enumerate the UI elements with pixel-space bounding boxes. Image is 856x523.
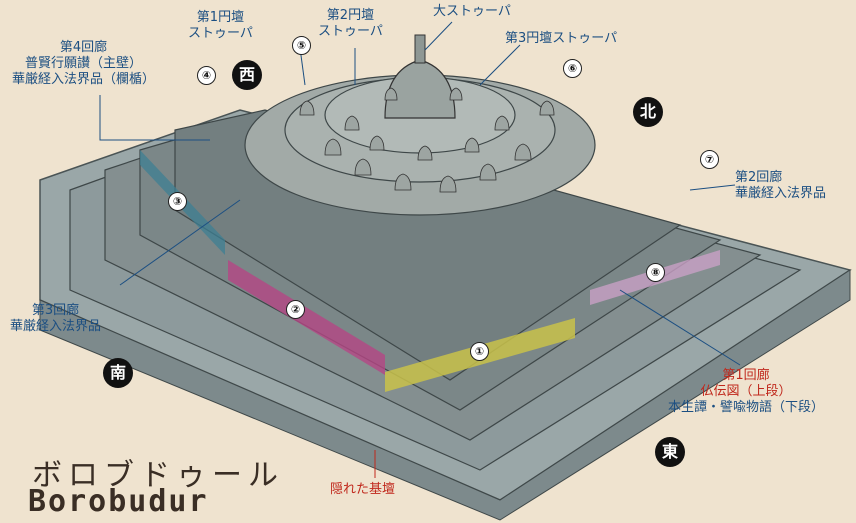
label-hidden-base: 隠れた基壇 xyxy=(330,482,396,497)
relief-band-magenta xyxy=(228,260,385,375)
direction-north: 北 xyxy=(633,97,663,127)
direction-east: 東 xyxy=(655,437,685,467)
marker-6: ⑥ xyxy=(563,59,582,78)
label-gallery3: 第3回廊 華厳経入法界品 xyxy=(10,303,101,335)
label-gallery3-line2: 華厳経入法界品 xyxy=(10,319,102,334)
label-gallery2-line1: 第2回廊 xyxy=(735,170,783,185)
label-main-stupa: 大ストゥーパ xyxy=(433,4,511,19)
label-terrace3-stupa: 第3円壇ストゥーパ xyxy=(505,31,618,46)
label-terrace1-line2: ストゥーパ xyxy=(188,26,253,41)
marker-2: ② xyxy=(286,300,305,319)
label-terrace2-line1: 第2円壇 xyxy=(326,8,375,23)
small-stupas xyxy=(299,87,555,193)
label-gallery3-line1: 第3回廊 xyxy=(31,303,80,318)
label-terrace1-stupa: 第1円壇 ストゥーパ xyxy=(188,10,253,42)
label-terrace2-stupa: 第2円壇 ストゥーパ xyxy=(318,8,383,40)
label-terrace2-line2: ストゥーパ xyxy=(318,24,383,39)
main-stupa xyxy=(384,59,456,119)
main-stupa-spire xyxy=(414,34,426,64)
direction-south: 南 xyxy=(103,358,133,388)
label-gallery4-line2: 普賢行願讃（主壁） xyxy=(25,56,143,71)
title-roman: Borobudur xyxy=(28,484,209,519)
label-terrace1-line1: 第1円壇 xyxy=(196,10,245,25)
marker-3: ③ xyxy=(168,192,187,211)
marker-4: ④ xyxy=(197,66,216,85)
label-gallery1-line2: 仏伝図（上段） xyxy=(700,384,792,399)
marker-1: ① xyxy=(470,342,489,361)
label-gallery1-line3: 本生譚・譬喩物語（下段） xyxy=(668,400,825,415)
title-japanese: ボロブドゥール xyxy=(32,458,284,493)
label-gallery2-line2: 華厳経入法界品 xyxy=(735,186,827,201)
label-gallery4-line1: 第4回廊 xyxy=(59,40,108,55)
direction-west: 西 xyxy=(232,60,262,90)
label-gallery4: 第4回廊 普賢行願讃（主壁） 華厳経入法界品（欄楯） xyxy=(12,40,155,88)
label-gallery1: 第1回廊 仏伝図（上段） 本生譚・譬喩物語（下段） xyxy=(668,368,824,416)
marker-5: ⑤ xyxy=(292,36,311,55)
hidden-base-face xyxy=(39,269,851,521)
marker-8: ⑧ xyxy=(646,263,665,282)
marker-7: ⑦ xyxy=(700,150,719,169)
label-gallery1-line1: 第1回廊 xyxy=(722,368,770,383)
label-gallery2: 第2回廊 華厳経入法界品 xyxy=(735,170,826,202)
label-gallery4-line3: 華厳経入法界品（欄楯） xyxy=(12,72,156,87)
